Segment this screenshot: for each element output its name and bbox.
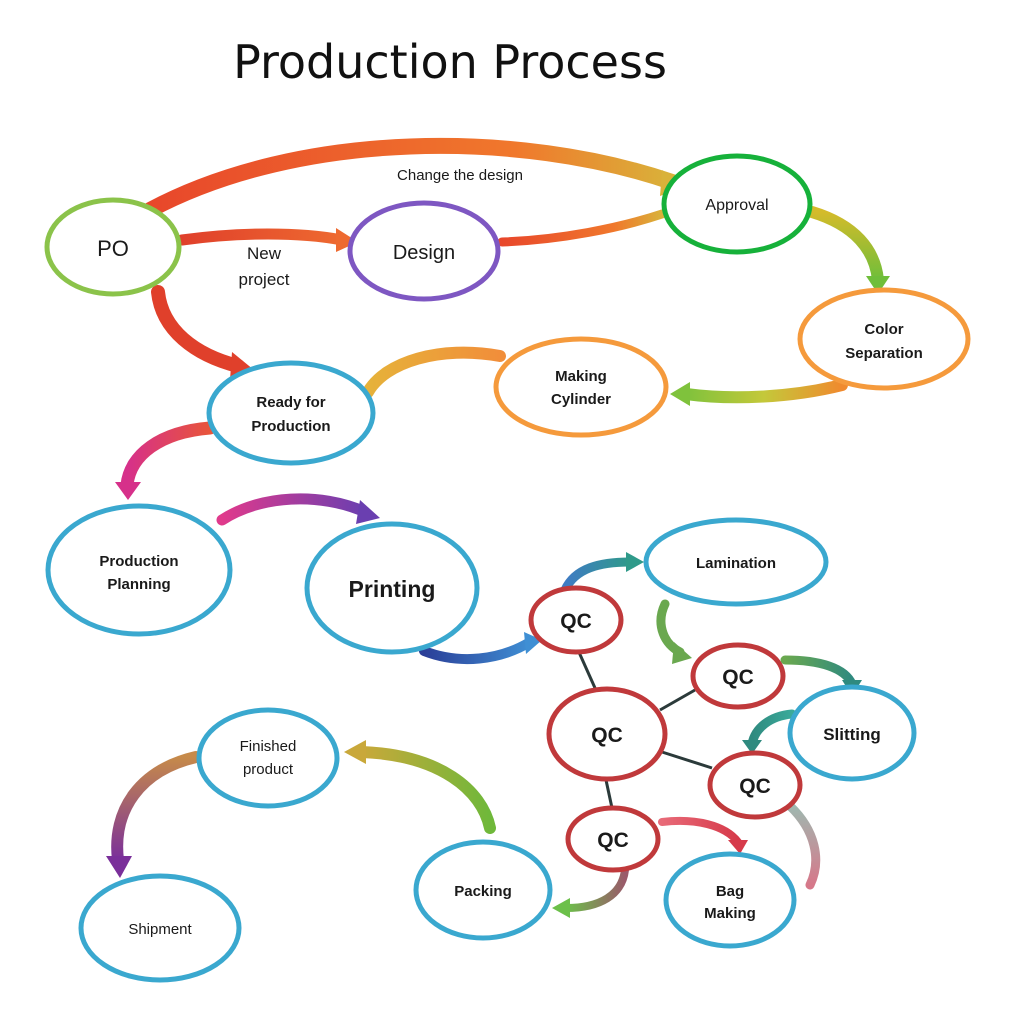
arrow-po-to-ready	[151, 285, 245, 373]
node-bag-making-label-2: Making	[704, 905, 756, 922]
arrow-finished-product-to-shipment	[111, 751, 202, 866]
arrow-qc4-to-bag-making	[658, 816, 742, 846]
node-finished-product[interactable]: Finished product	[196, 707, 340, 809]
arrowhead-finished-product-to-shipment	[106, 856, 132, 878]
arrowhead-qc4-to-bag-making	[728, 840, 748, 854]
arrow-slitting-to-qc3	[747, 709, 797, 749]
node-po[interactable]: PO	[44, 197, 182, 297]
arrow-ready-to-production-planning	[120, 421, 217, 492]
node-design[interactable]: Design	[347, 200, 501, 302]
arrowhead-qc4-to-packing	[552, 898, 570, 918]
node-qc-1[interactable]: QC	[528, 585, 624, 655]
label-new-project-1: New	[247, 244, 282, 263]
node-packing-label: Packing	[454, 883, 512, 900]
node-lamination-label: Lamination	[696, 555, 776, 572]
node-design-label: Design	[393, 242, 455, 264]
arrowhead-slitting-to-qc3	[742, 740, 762, 754]
arrowhead-qc1-to-lamination	[626, 552, 644, 572]
node-slitting-label: Slitting	[823, 725, 881, 744]
node-qc-4[interactable]: QC	[565, 805, 661, 873]
arrowhead-ready-to-production-planning	[115, 482, 141, 500]
node-qc-4-label: QC	[597, 829, 629, 852]
arrowhead-approval-to-color-separation	[866, 276, 890, 294]
node-making-cylinder-label-1: Making	[555, 368, 607, 385]
arrow-qc1-to-lamination	[560, 557, 635, 595]
node-lamination[interactable]: Lamination	[643, 517, 829, 607]
node-finished-product-label-2: product	[243, 761, 294, 778]
diagram-title: Production Process	[233, 35, 667, 89]
node-shipment[interactable]: Shipment	[78, 873, 242, 983]
node-packing[interactable]: Packing	[413, 839, 553, 941]
node-color-separation-label-2: Separation	[845, 345, 923, 362]
arrowhead-po-to-design	[336, 228, 358, 252]
arrow-qc2-to-slitting	[780, 655, 857, 689]
node-production-planning-label-2: Planning	[107, 576, 170, 593]
node-color-separation[interactable]: Color Separation	[797, 287, 971, 391]
node-finished-product-label-1: Finished	[240, 738, 297, 755]
node-bag-making-label-1: Bag	[716, 883, 744, 900]
arrow-po-to-design	[176, 228, 348, 246]
arrow-design-to-approval	[497, 209, 667, 247]
node-qc-hub[interactable]: QC	[546, 686, 668, 782]
node-color-separation-label-1: Color	[864, 321, 903, 338]
node-printing-label: Printing	[349, 576, 436, 602]
node-approval[interactable]: Approval	[661, 153, 813, 255]
node-bag-making[interactable]: Bag Making	[663, 851, 797, 949]
arrowhead-printing-to-qc1	[524, 632, 542, 654]
node-qc-3-label: QC	[739, 775, 771, 798]
node-ready-label-2: Production	[251, 418, 330, 435]
node-production-planning-label-1: Production	[99, 553, 178, 570]
node-production-planning[interactable]: Production Planning	[45, 503, 233, 637]
node-making-cylinder[interactable]: Making Cylinder	[493, 336, 669, 438]
node-approval-label: Approval	[705, 197, 768, 214]
arrowhead-color-separation-to-making-cylinder	[670, 382, 690, 406]
node-ready-label-1: Ready for	[256, 394, 325, 411]
label-new-project-2: project	[238, 270, 289, 289]
arrow-production-planning-to-printing	[216, 493, 371, 526]
label-change-the-design: Change the design	[397, 167, 523, 184]
arrow-po-to-approval	[142, 137, 680, 218]
node-ready-for-production[interactable]: Ready for Production	[206, 360, 376, 466]
arrow-approval-to-color-separation	[806, 206, 884, 286]
arrowhead-lamination-to-qc2	[672, 642, 692, 664]
arrow-printing-to-qc1	[419, 637, 535, 665]
arrow-color-separation-to-making-cylinder	[680, 379, 848, 404]
node-shipment-label: Shipment	[128, 921, 192, 938]
node-qc-2[interactable]: QC	[690, 642, 786, 710]
node-qc-2-label: QC	[722, 666, 754, 689]
node-making-cylinder-label-2: Cylinder	[551, 391, 611, 408]
arrow-packing-to-finished-product	[356, 746, 496, 834]
arrow-making-cylinder-to-ready	[362, 346, 506, 398]
node-qc-1-label: QC	[560, 610, 592, 633]
arrow-qc4-to-packing	[562, 866, 629, 912]
node-qc-3[interactable]: QC	[707, 750, 803, 820]
node-slitting[interactable]: Slitting	[787, 684, 917, 782]
node-po-label: PO	[97, 236, 129, 261]
qc-hub-connectors	[576, 649, 713, 809]
node-qc-hub-label: QC	[591, 724, 623, 747]
arrow-qc3-to-bag-making	[785, 801, 821, 890]
arrowhead-production-planning-to-printing	[356, 500, 380, 524]
arrowhead-packing-to-finished-product	[344, 740, 366, 764]
node-printing[interactable]: Printing	[304, 521, 480, 655]
arrowhead-po-to-ready	[230, 352, 254, 380]
